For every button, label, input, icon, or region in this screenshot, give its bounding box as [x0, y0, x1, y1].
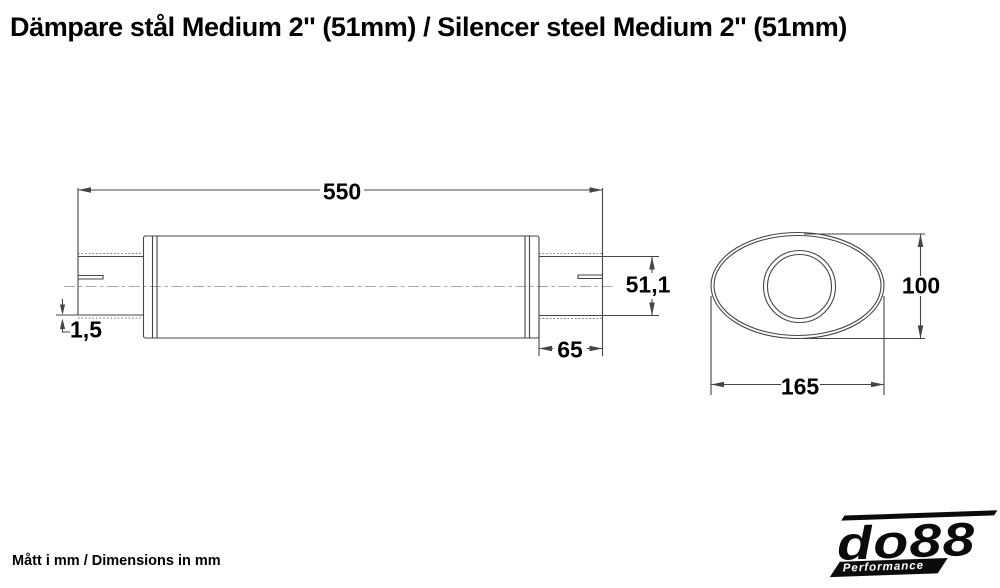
dim-height-100 [804, 233, 925, 340]
inlet-pipe-texture [78, 253, 144, 319]
logo-tagline-text: Performance [842, 559, 925, 575]
dim-label-stub-length: 65 [557, 336, 583, 363]
end-view-drawing [710, 231, 925, 395]
inlet-pipe [77, 188, 144, 319]
dim-diameter-51-1 [602, 255, 659, 317]
arrowhead-left-icon [711, 381, 724, 388]
arrowhead-up-icon [917, 234, 924, 247]
dim-width-165 [710, 296, 885, 395]
arrowhead-right-icon [589, 187, 603, 193]
arrowhead-down-icon [917, 325, 924, 339]
outlet-pipe [539, 188, 604, 356]
arrowhead-down-icon [59, 304, 66, 315]
left-endcap-seam [151, 236, 158, 338]
right-endcap-seam [524, 236, 531, 338]
muffler-body [142, 235, 540, 339]
pipe-hole-outline [762, 249, 837, 324]
outlet-pipe-slot [577, 274, 603, 280]
arrowhead-up-icon [649, 256, 655, 270]
dim-label-diameter: 51,1 [625, 271, 671, 298]
arrowhead-down-icon [649, 302, 655, 316]
page-title: Dämpare stål Medium 2'' (51mm) / Silence… [10, 12, 847, 42]
arrowhead-right-icon [589, 345, 603, 352]
inlet-pipe-slot [78, 274, 104, 280]
do88-logo: do88 Performance [827, 505, 1000, 585]
dim-wall-1-5 [56, 299, 79, 333]
dim-label-wall-thickness: 1,5 [70, 316, 102, 343]
dim-length-550 [78, 187, 603, 193]
outlet-pipe-texture [539, 253, 603, 319]
dim-stub-65 [538, 320, 603, 356]
arrowhead-left-icon [78, 187, 91, 193]
oval-shell-outline [710, 231, 885, 340]
arrowhead-left-icon [539, 345, 552, 352]
units-note: Mått i mm / Dimensions in mm [12, 553, 221, 569]
arrowhead-right-icon [871, 381, 884, 388]
dim-label-height: 100 [901, 272, 941, 299]
arrowhead-up-icon [59, 318, 66, 329]
side-view-drawing [56, 187, 659, 356]
dim-label-length: 550 [322, 178, 362, 205]
dim-label-width: 165 [780, 373, 820, 400]
